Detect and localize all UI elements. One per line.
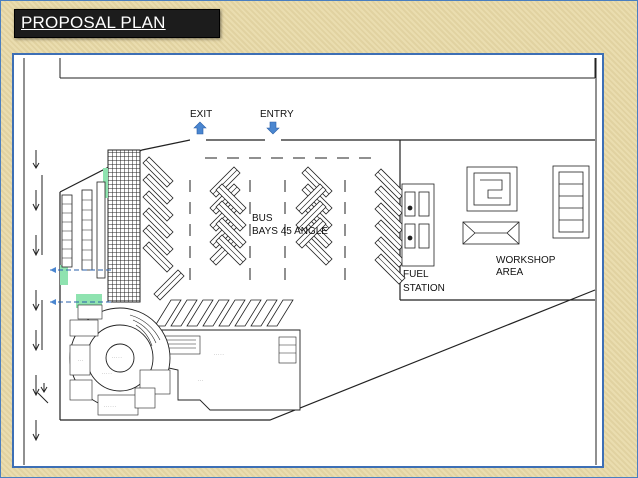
page-title: PROPOSAL PLAN	[21, 13, 166, 32]
circular-concourse	[69, 304, 171, 416]
bus-bays-column-1	[142, 156, 174, 273]
pedestrian-walkway-grid	[107, 149, 141, 303]
exit-label: EXIT	[190, 109, 213, 120]
lane-dashes	[189, 157, 375, 285]
landscape-strips	[60, 168, 108, 308]
terminal-plot-outline	[59, 139, 596, 421]
drop-off-dashed-line	[50, 269, 112, 303]
small-room-notes: · · · · · · · · · · · · · · · · · · · · …	[78, 353, 224, 409]
bus-bays-lower-row	[153, 269, 185, 301]
site-boundary	[23, 58, 597, 465]
svg-text:· · · · ·: · · · · ·	[102, 372, 112, 376]
svg-text:· · ·: · · ·	[78, 359, 83, 363]
workshop-buildings	[462, 165, 590, 245]
road-markings	[35, 150, 43, 440]
bus-bays-label-line2: BAYS 45 ANGLE	[252, 226, 328, 237]
fuel-station-label-line1: FUEL	[403, 269, 429, 280]
car-parking-rows	[61, 181, 106, 279]
workshop-label-line1: WORKSHOP	[496, 255, 556, 266]
bus-bays-column-3	[295, 166, 333, 266]
svg-text:· · · · ·: · · · · ·	[112, 356, 122, 360]
road-direction-arrows	[32, 162, 40, 442]
corner-arrows	[37, 383, 49, 404]
svg-text:· · · · · ·: · · · · · ·	[104, 405, 116, 409]
entry-arrow-down-icon	[266, 121, 280, 135]
pickup-arrow-icons	[50, 267, 56, 305]
bus-bays-column-2	[209, 166, 247, 266]
svg-text:· · · · ·: · · · · ·	[214, 353, 224, 357]
exit-arrow-up-icon	[193, 121, 207, 135]
workshop-label-line2: AREA	[496, 267, 524, 278]
svg-text:· · ·: · · ·	[198, 379, 203, 383]
terminal-building	[154, 329, 301, 411]
title-banner: PROPOSAL PLAN	[14, 9, 220, 38]
fuel-station-label-line2: STATION	[403, 283, 445, 294]
lower-bay-stalls	[154, 299, 294, 327]
fuel-station-block	[401, 183, 435, 267]
bus-bays-label-line1: BUS	[252, 213, 273, 224]
entry-label: ENTRY	[260, 109, 294, 120]
